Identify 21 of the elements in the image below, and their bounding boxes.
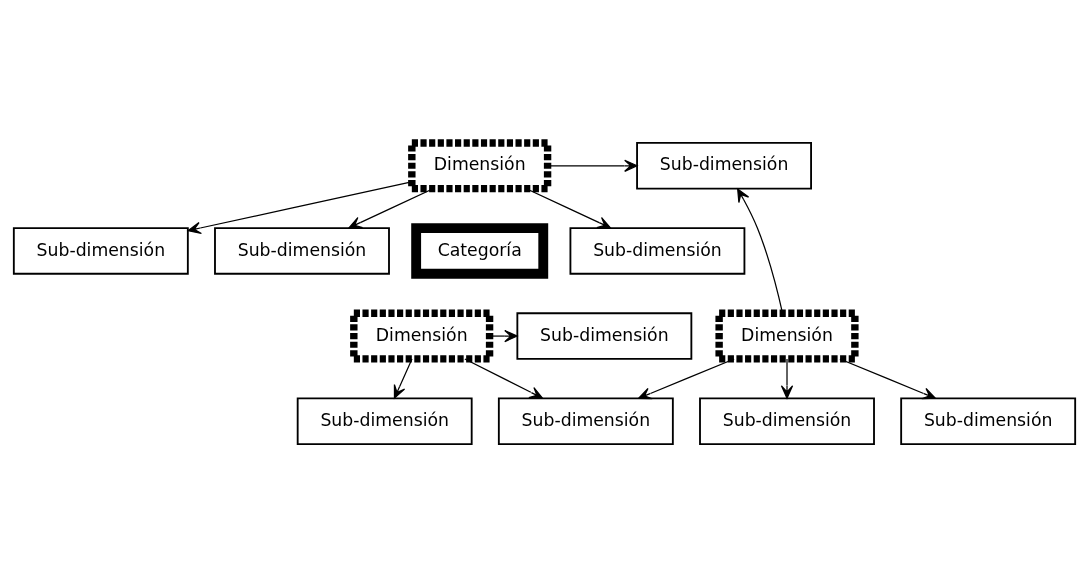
node-box: Sub-dimensión — [214, 226, 390, 275]
arrow — [393, 357, 413, 399]
node-box: Sub-dimensión — [497, 396, 674, 445]
arrow — [547, 159, 638, 172]
arrow — [780, 357, 794, 399]
node-box: Dimensión — [715, 309, 859, 363]
node-box: Sub-dimensión — [516, 311, 693, 360]
node-box: Sub-dimensión — [900, 396, 1077, 445]
arrow — [839, 357, 936, 399]
node-box: Dimensión — [408, 138, 552, 192]
node-box: Sub-dimensión — [636, 141, 812, 190]
node-box: Categoría — [411, 222, 549, 279]
arrow — [489, 329, 518, 342]
node-box: Sub-dimensión — [296, 396, 473, 445]
node-box: Sub-dimensión — [12, 226, 189, 275]
node-box: Dimensión — [350, 309, 494, 363]
arrow — [464, 357, 544, 399]
arrow — [737, 187, 784, 314]
arrow — [638, 357, 735, 399]
node-box: Sub-dimensión — [699, 396, 875, 445]
node-box: Sub-dimensión — [569, 226, 746, 275]
